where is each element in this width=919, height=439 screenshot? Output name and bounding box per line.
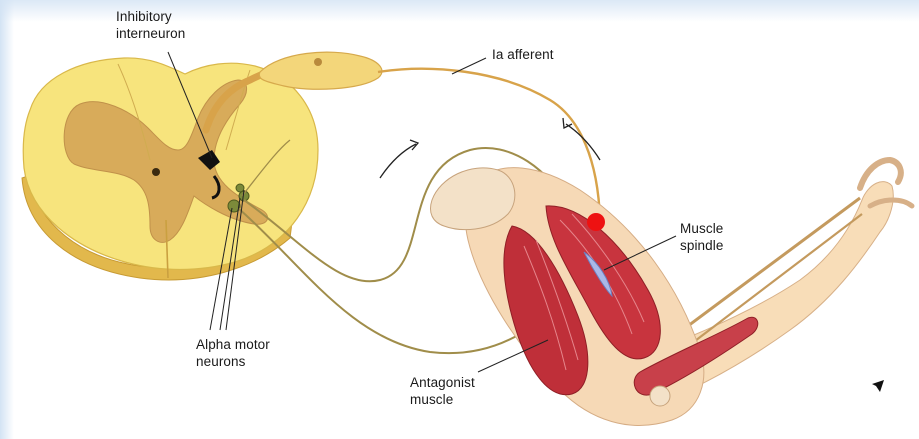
label-muscle-spindle: Muscle spindle bbox=[680, 220, 723, 254]
label-inhibitory-interneuron: Inhibitory interneuron bbox=[116, 8, 185, 42]
decorative-mark bbox=[872, 380, 884, 392]
dorsal-root-ganglion bbox=[259, 52, 382, 89]
label-antagonist-muscle: Antagonist muscle bbox=[410, 374, 475, 408]
label-alpha-motor-neurons: Alpha motor neurons bbox=[196, 336, 270, 370]
arm-illustration bbox=[431, 160, 913, 425]
label-ia-afferent: Ia afferent bbox=[492, 46, 554, 63]
spinal-cord-section bbox=[22, 58, 318, 280]
red-marker-dot bbox=[587, 213, 605, 231]
